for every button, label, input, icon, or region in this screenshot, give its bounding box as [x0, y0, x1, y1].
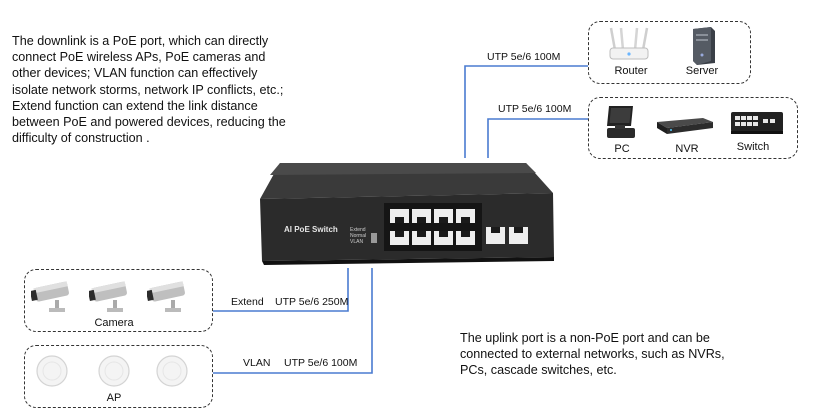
- switch-port-grid: [384, 203, 482, 251]
- switch-front-label: AI PoE Switch: [284, 225, 338, 234]
- nvr-icon: [657, 118, 713, 134]
- camera-icon-1: [31, 281, 69, 312]
- server-icon: [693, 27, 715, 65]
- ap-cable-label: UTP 5e/6 100M: [284, 357, 358, 369]
- nvr-label: NVR: [675, 143, 699, 155]
- downlink-group-camera: Camera: [24, 269, 213, 332]
- uplink-group-router-server: Router Server: [588, 21, 751, 84]
- ap-icon-3: [156, 355, 188, 387]
- downlink-cable-camera: [213, 268, 349, 312]
- router-label: Router: [614, 65, 648, 77]
- camera-mode-label: Extend: [231, 296, 264, 308]
- mode-selector-switch: [371, 233, 377, 243]
- switch-icon: [731, 112, 783, 134]
- ap-group-label: AP: [106, 392, 122, 404]
- switch-label: Switch: [736, 141, 770, 153]
- mode-label-normal: Normal: [350, 233, 367, 239]
- uplink-cable-top: [464, 65, 588, 158]
- mode-label-vlan: VLAN: [350, 239, 364, 245]
- downlink-cable-ap: [213, 268, 373, 374]
- pc-label: PC: [614, 143, 630, 155]
- uplink-mid-cable-label: UTP 5e/6 100M: [498, 103, 572, 115]
- camera-icon-3: [147, 281, 185, 312]
- ap-mode-label: VLAN: [243, 357, 271, 369]
- uplink-description: The uplink port is a non-PoE port and ca…: [460, 331, 725, 378]
- downlink-group-ap: AP: [24, 345, 213, 408]
- switch-uplink-ports: [486, 227, 528, 244]
- router-icon: [609, 27, 649, 60]
- camera-cable-label: UTP 5e/6 250M: [275, 296, 349, 308]
- ap-icon-1: [36, 355, 68, 387]
- mode-label-extend: Extend: [350, 227, 366, 233]
- camera-icon-2: [89, 281, 127, 312]
- uplink-cable-mid: [487, 118, 588, 158]
- server-label: Server: [685, 65, 719, 77]
- downlink-description: The downlink is a PoE port, which can di…: [12, 34, 286, 146]
- uplink-top-cable-label: UTP 5e/6 100M: [487, 51, 561, 63]
- switch-mode-labels: Extend Normal VLAN: [350, 227, 366, 245]
- poe-switch: [260, 163, 554, 265]
- ap-icon-2: [98, 355, 130, 387]
- pc-icon: [607, 106, 635, 138]
- uplink-group-pc-nvr-switch: PC NVR Switch: [588, 97, 798, 159]
- camera-group-label: Camera: [94, 317, 134, 329]
